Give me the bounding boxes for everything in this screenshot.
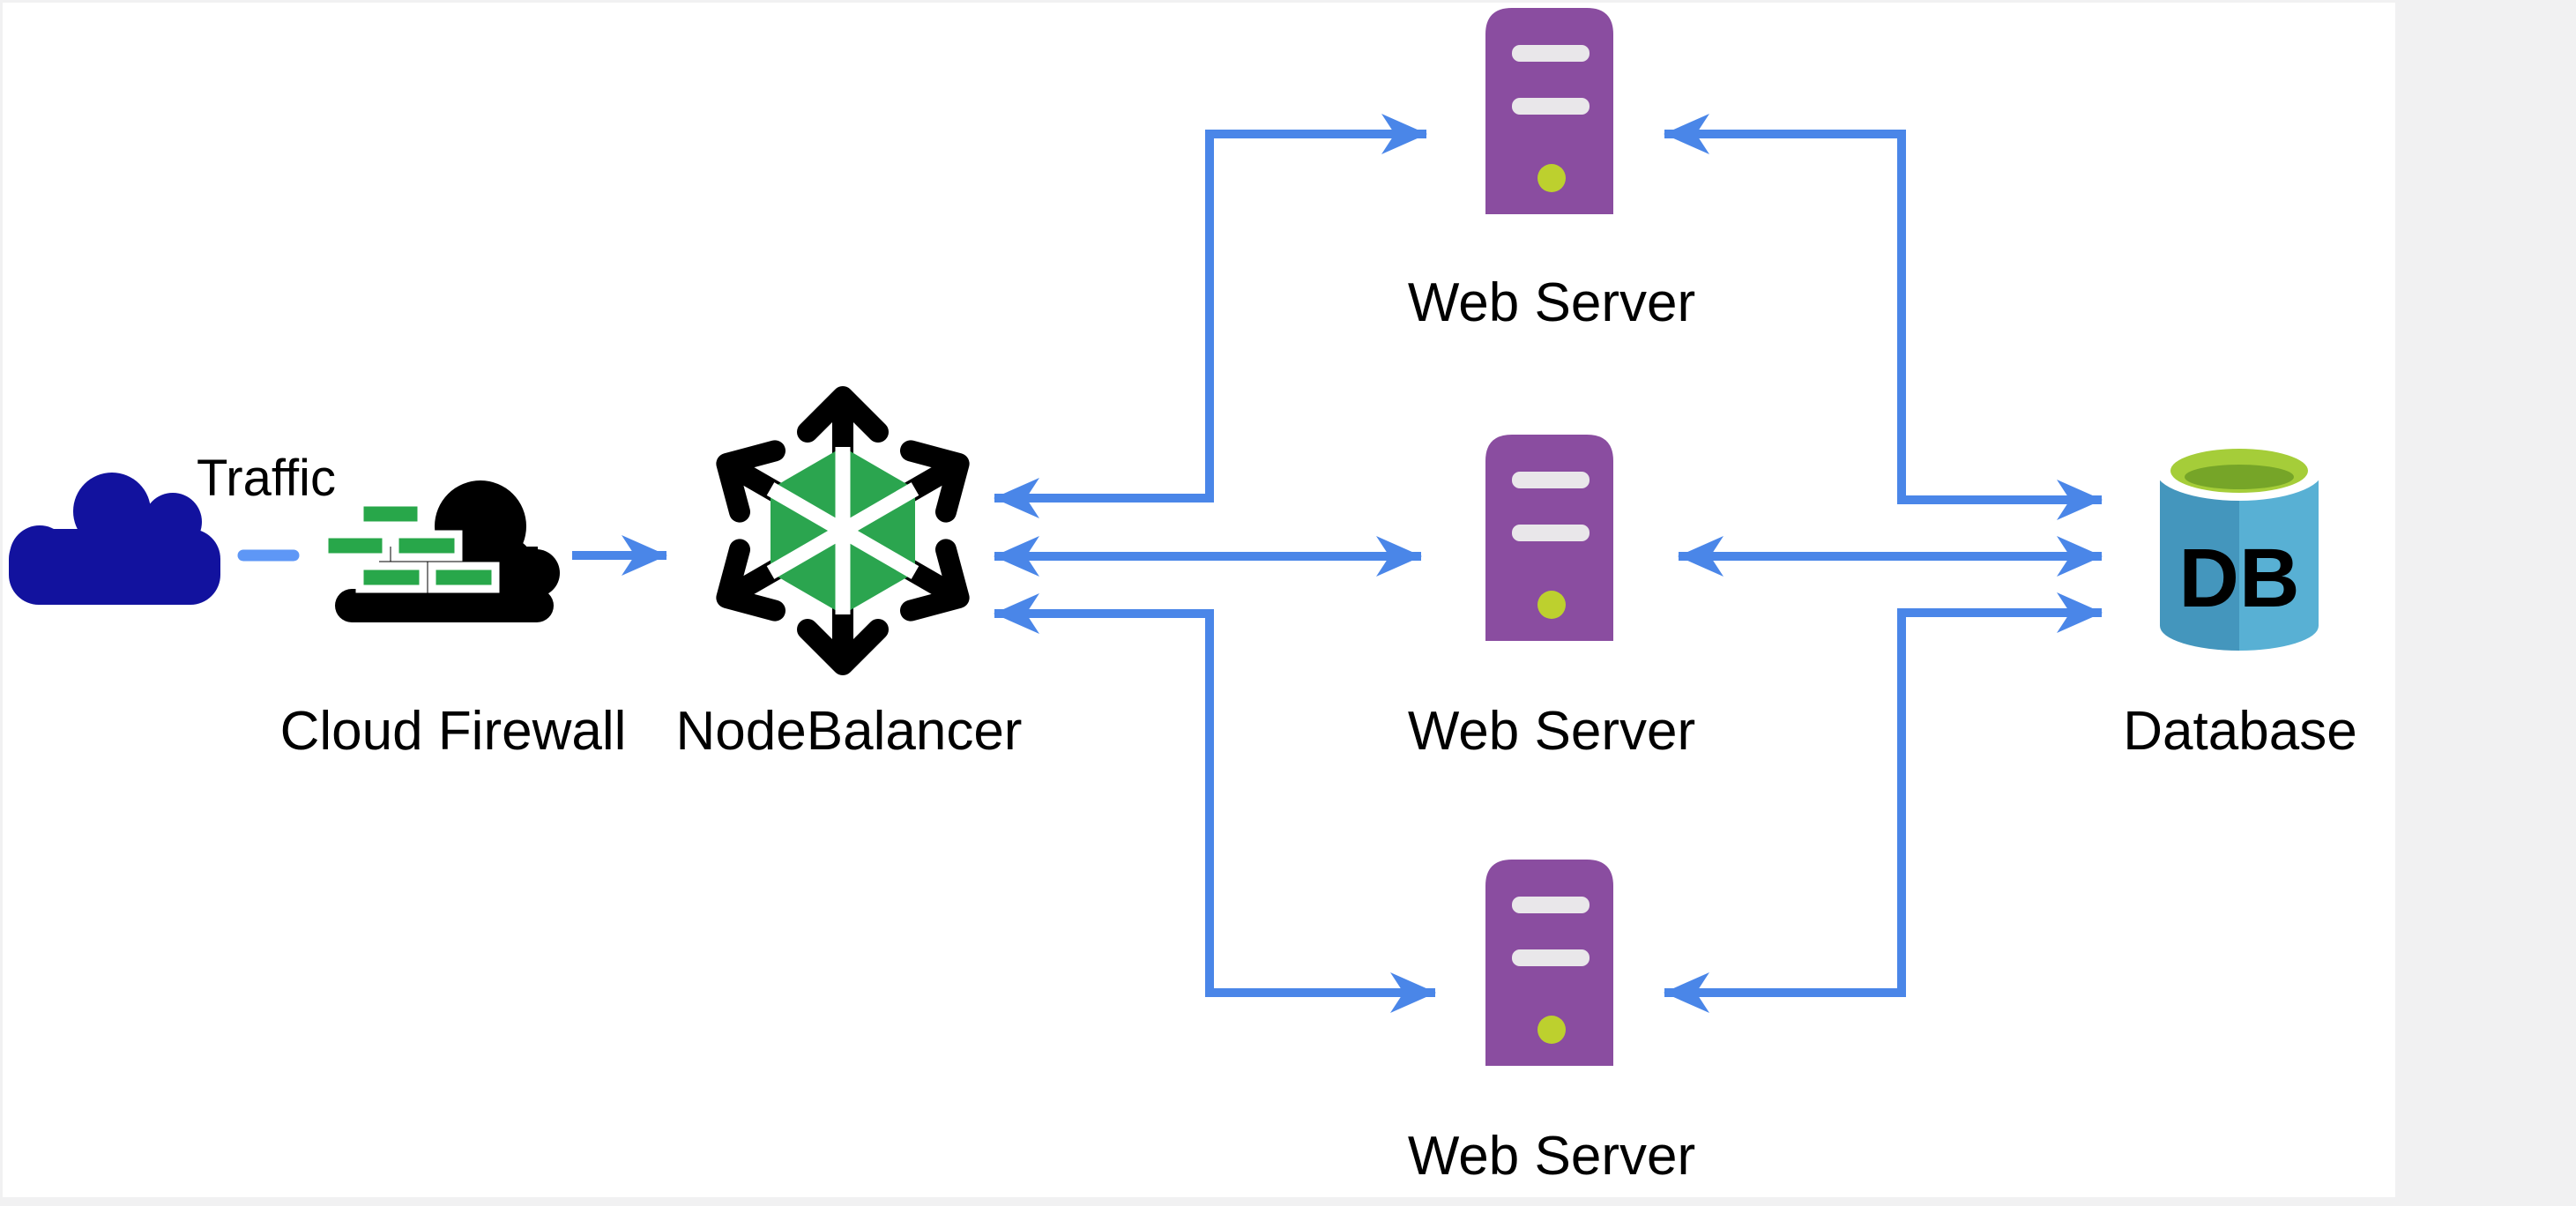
database-label: Database <box>2123 701 2356 762</box>
traffic-cloud-icon <box>9 473 220 605</box>
connector-nodebalancer-webserver-bottom <box>994 593 1436 1013</box>
cloud-firewall-icon <box>320 480 560 622</box>
web-server-icon-middle <box>1485 435 1613 641</box>
connector-webserver-bottom-database <box>1664 592 2103 1013</box>
cloud-firewall-label: Cloud Firewall <box>280 701 627 762</box>
nodebalancer-icon <box>709 397 976 665</box>
web-server-icon-top <box>1485 8 1613 214</box>
traffic-label: Traffic <box>197 450 336 507</box>
database-icon: DB <box>2155 441 2323 651</box>
connector-nodebalancer-webserver-top <box>994 114 1427 518</box>
web-server-icon-bottom <box>1485 860 1613 1066</box>
connector-webserver-top-database <box>1664 114 2103 520</box>
db-badge: DB <box>2178 532 2299 625</box>
web-server-label-top: Web Server <box>1408 272 1695 333</box>
nodebalancer-label: NodeBalancer <box>676 701 1023 762</box>
database-top-inner <box>2185 465 2294 489</box>
web-server-label-middle: Web Server <box>1408 701 1695 762</box>
web-server-label-bottom: Web Server <box>1408 1126 1695 1187</box>
